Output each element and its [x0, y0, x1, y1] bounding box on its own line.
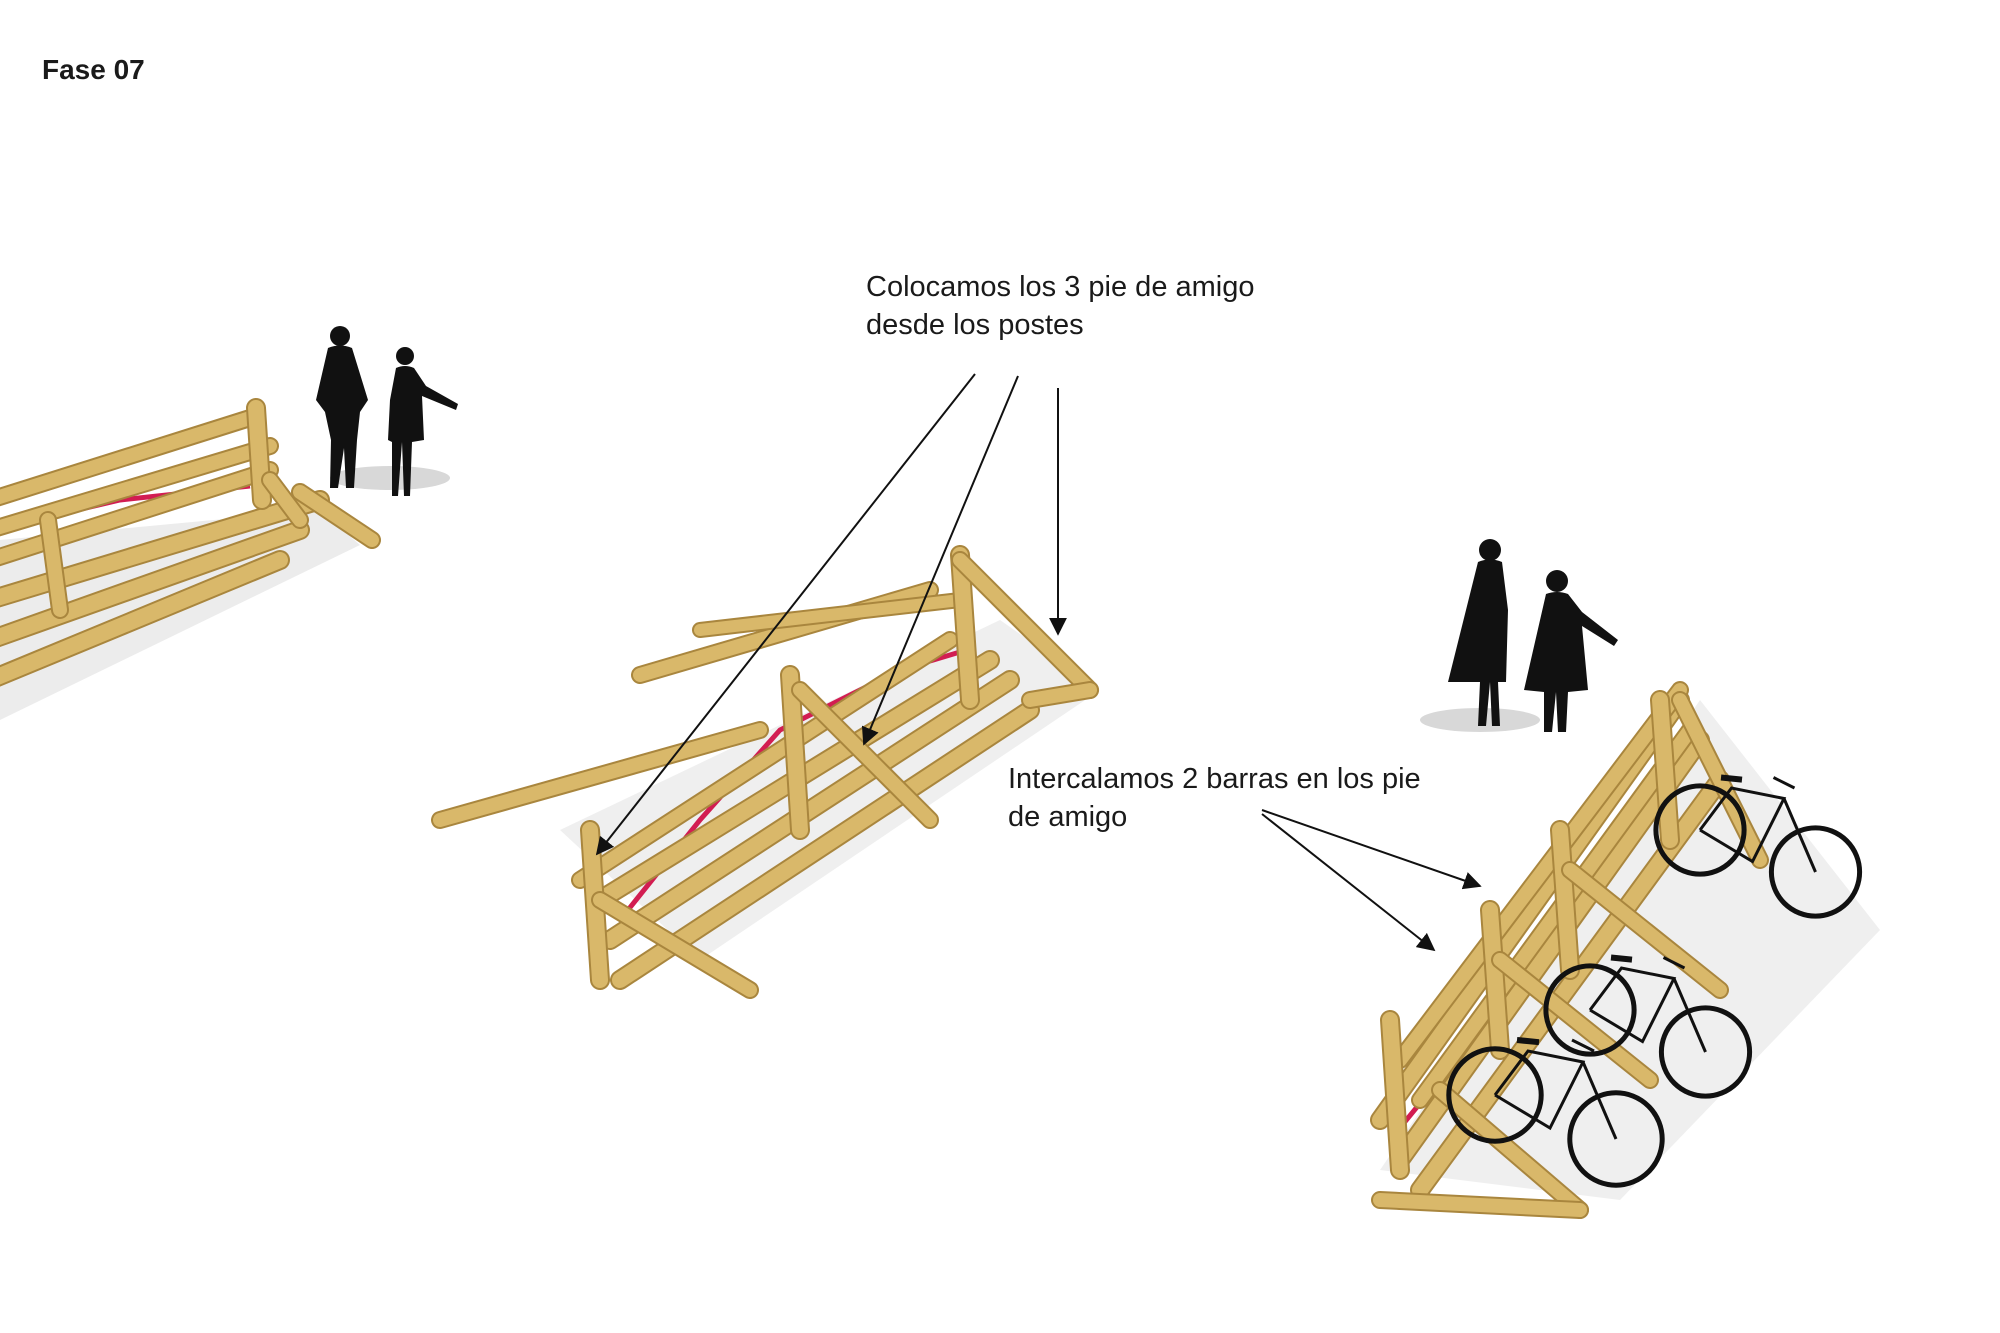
bamboo-pole: [591, 891, 759, 999]
bamboo-pole: [291, 483, 381, 549]
bamboo-pole: [1491, 951, 1659, 1089]
leader-line-2: [1261, 813, 1436, 952]
bamboo-pole: [1480, 900, 1510, 1060]
leader-line-1: [1261, 809, 1482, 890]
bamboo-pole: [780, 665, 810, 840]
people-shadow: [330, 466, 450, 490]
leader-line-2: [861, 375, 1019, 746]
bamboo-pole: [1671, 691, 1769, 869]
bicycles: [1446, 774, 1863, 1188]
bamboo-pole: [1380, 1010, 1410, 1180]
bamboo-pole: [1371, 1191, 1589, 1219]
bamboo-pole: [1650, 690, 1680, 850]
bamboo-poles: [0, 398, 381, 687]
bamboo-pole: [610, 700, 1040, 990]
bicycle: [1446, 1037, 1665, 1188]
bamboo-pole: [431, 721, 769, 829]
bamboo-pole: [1391, 681, 1689, 1069]
annotation-top-line2: desde los postes: [866, 309, 1084, 341]
woman-silhouette: [388, 347, 458, 496]
bamboo-rack-left: [0, 398, 381, 720]
phase-title: Fase 07: [42, 54, 145, 85]
bicycle-group: [1446, 774, 1863, 1188]
bamboo-pole: [0, 490, 330, 608]
annotation-top-line1: Colocamos los 3 pie de amigo: [866, 271, 1255, 303]
bamboo-pole: [0, 520, 310, 648]
annotation-arrows-bottom: [1261, 809, 1482, 952]
bamboo-rack-right: [1370, 681, 1880, 1219]
bamboo-pole: [0, 437, 279, 537]
bamboo-poles: [1370, 681, 1769, 1219]
annotation-bottom-line1: Intercalamos 2 barras en los pie: [1008, 763, 1421, 795]
bamboo-pole: [571, 631, 959, 889]
man-silhouette: [316, 326, 368, 488]
annotation-arrows-top: [595, 373, 1067, 856]
bamboo-pole: [692, 592, 968, 638]
bamboo-pole: [1411, 721, 1699, 1109]
bicycle: [1653, 774, 1863, 919]
bamboo-poles: [431, 545, 1099, 999]
bicycle: [1543, 954, 1753, 1099]
bamboo-pole: [951, 551, 1099, 699]
man-silhouette: [1448, 539, 1508, 726]
bamboo-pole: [1021, 681, 1099, 709]
bamboo-pole: [261, 471, 309, 529]
bamboo-pole: [39, 511, 69, 619]
bamboo-pole: [791, 681, 939, 829]
bamboo-pole: [950, 545, 980, 710]
people-silhouettes-right: [1420, 539, 1618, 732]
bamboo-pole: [0, 409, 259, 507]
bamboo-pole: [246, 398, 272, 510]
bamboo-pole: [600, 670, 1020, 950]
woman-silhouette: [1524, 570, 1618, 732]
bamboo-pole: [0, 550, 290, 687]
annotation-bottom-line2: de amigo: [1008, 801, 1128, 833]
bamboo-pole: [1431, 1081, 1589, 1219]
people-silhouettes-top: [316, 326, 458, 496]
leader-line-1: [595, 373, 976, 856]
bamboo-pole: [0, 461, 279, 567]
bamboo-pole: [1550, 820, 1580, 980]
bamboo-pole: [1561, 861, 1729, 999]
bamboo-rack-center: [431, 545, 1100, 999]
